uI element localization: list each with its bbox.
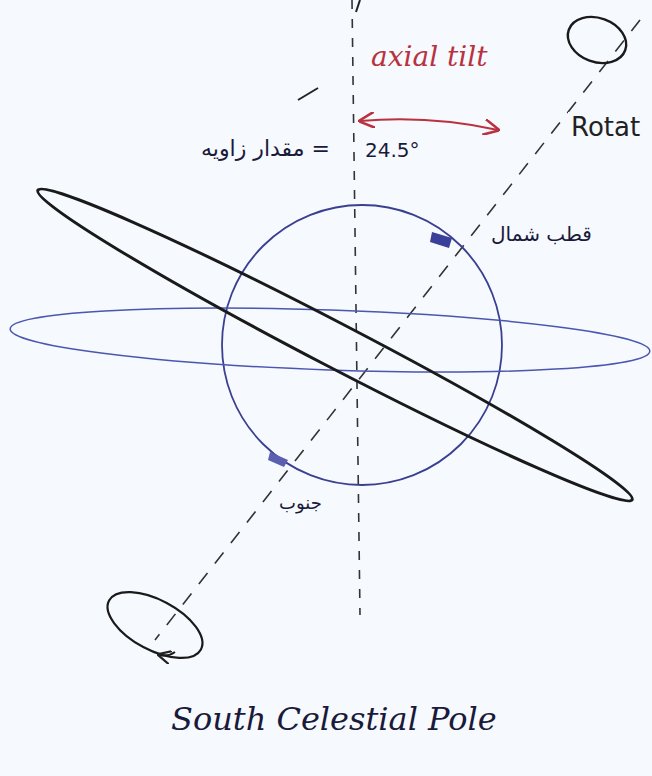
pole-label: جنوب [276,492,325,514]
rotation-arrow [160,652,175,656]
tick-mark [298,88,318,100]
vertical-dashed-line [352,0,360,615]
angle-label: مقدار زاویه = [198,136,333,162]
tilt-angle-arrow [360,119,498,130]
north-pole-mark [430,232,452,248]
south-pole-mark [268,452,288,467]
tick-mark [356,0,360,12]
north-celestial-circle [561,9,632,71]
equator-ellipse [28,171,643,519]
axis-label: Rotat [568,112,643,143]
title-note: axial tilt [368,40,490,74]
south-celestial-circle [97,579,212,672]
pole-label: قطب شمال [488,222,595,246]
angle-value: 24.5° [362,138,423,162]
caption-label: South Celestial Pole [168,700,500,738]
earth-circle [222,205,502,485]
